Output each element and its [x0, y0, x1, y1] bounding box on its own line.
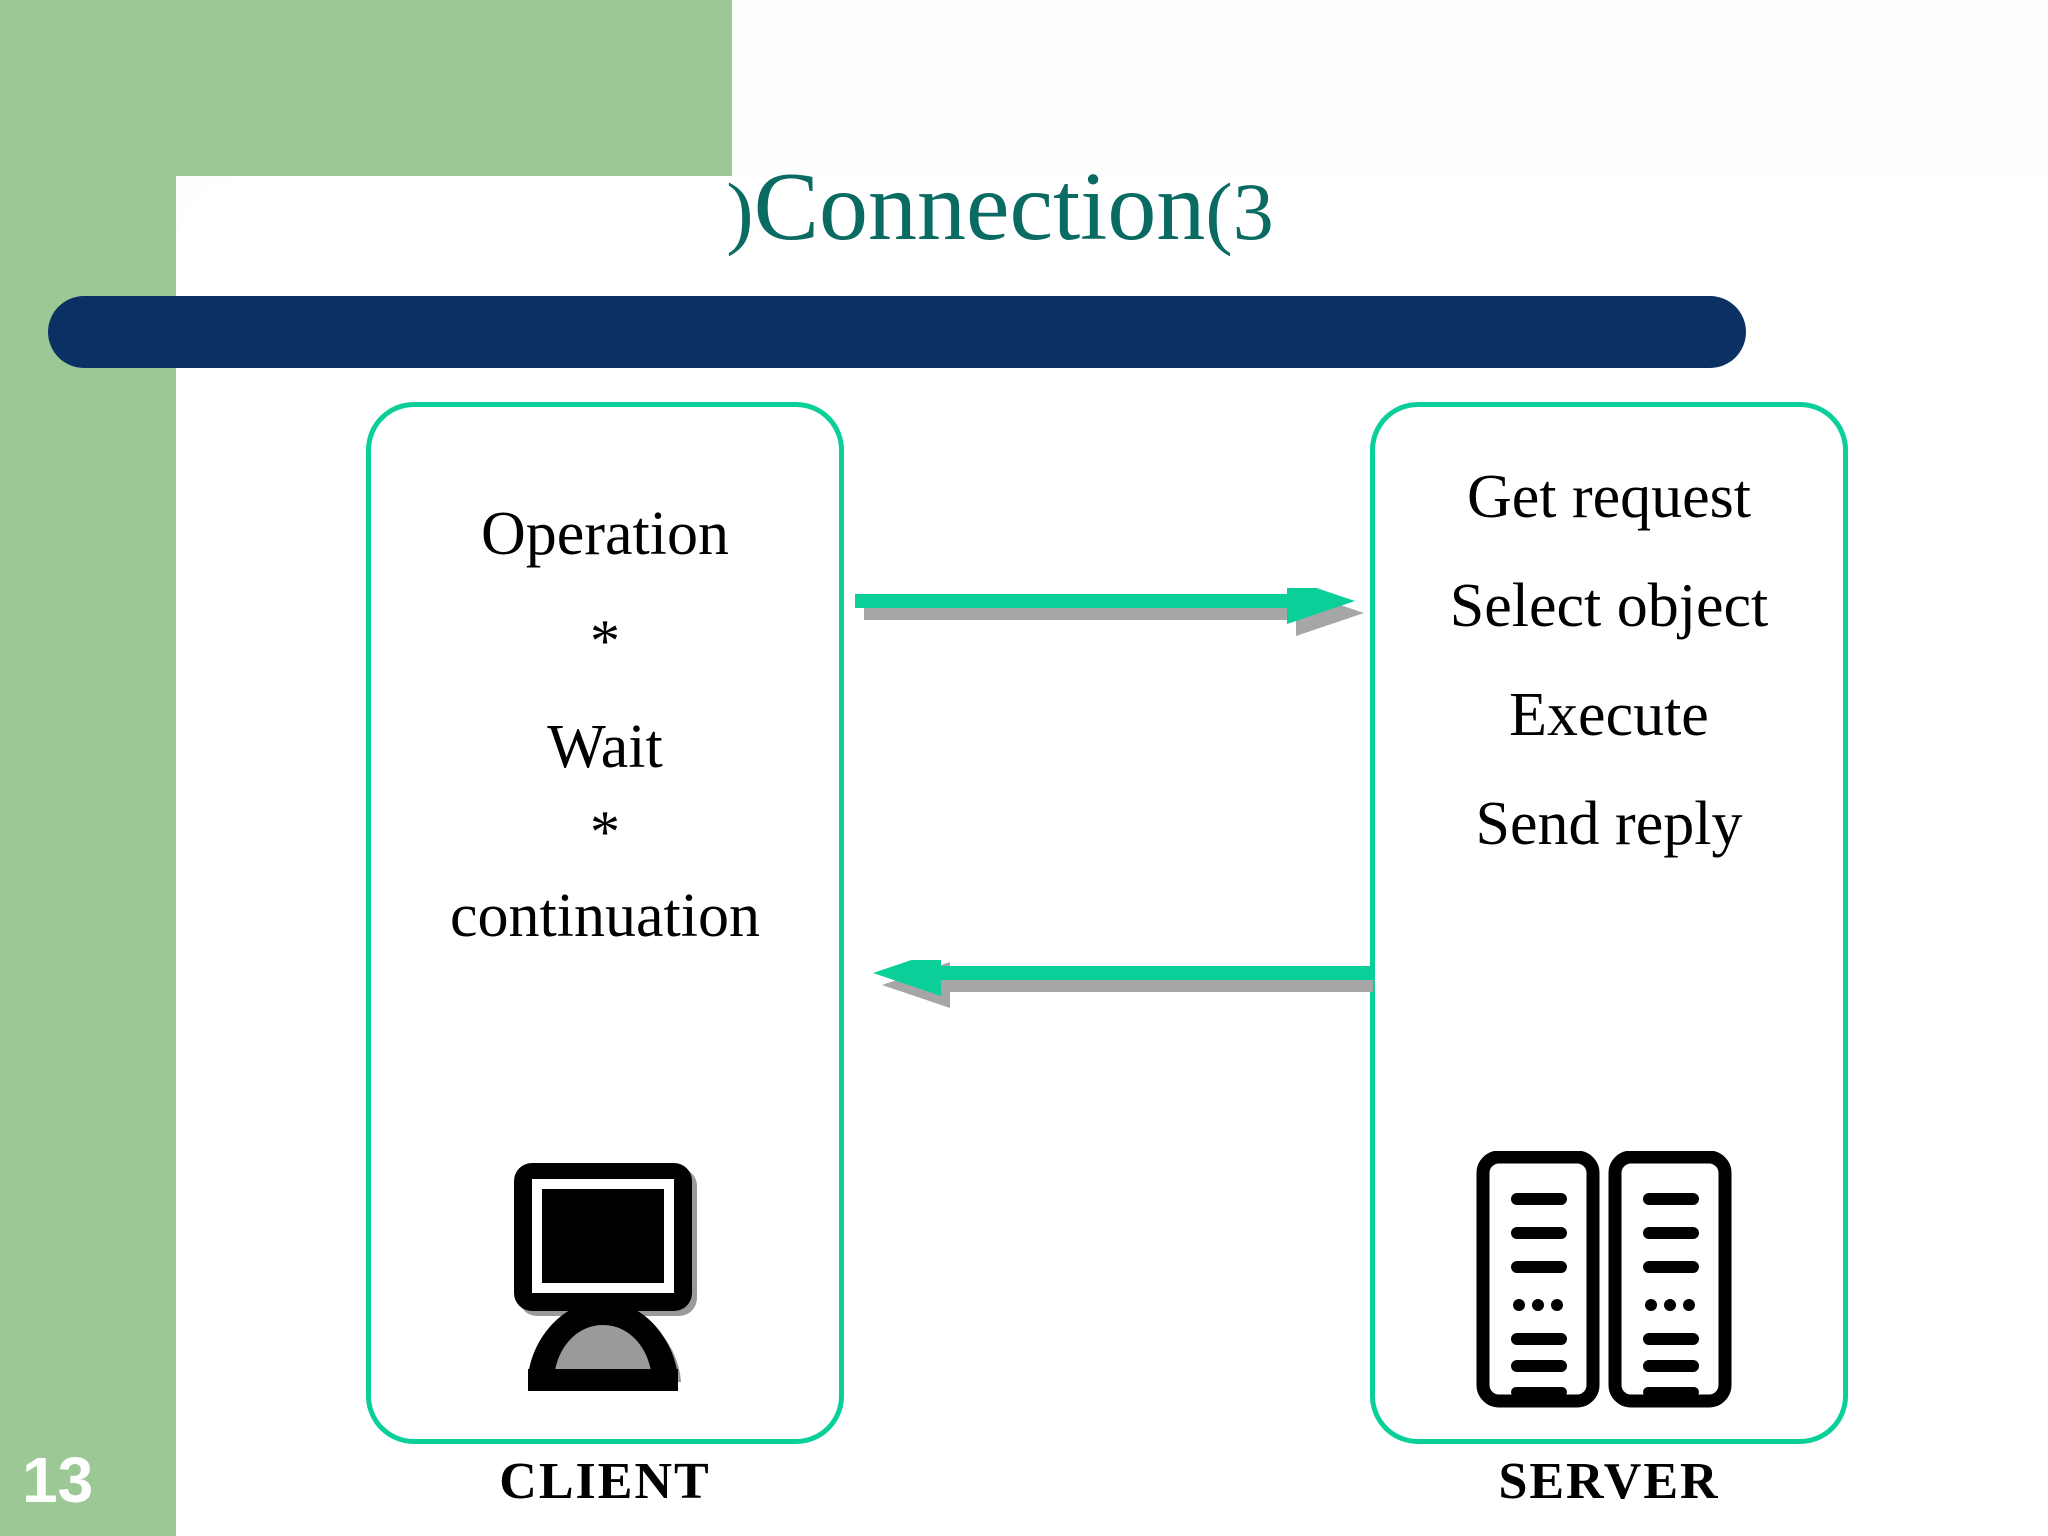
title-prefix-paren: ) — [726, 166, 754, 257]
client-caption: CLIENT — [499, 1453, 711, 1510]
server-line-get-request: Get request — [1466, 463, 1752, 531]
client-device-holder — [371, 1163, 839, 1403]
reply-arrow — [855, 950, 1382, 1020]
green-left-panel — [0, 0, 176, 1536]
server-caption: SERVER — [1498, 1453, 1720, 1510]
server-rack-icon — [1476, 1151, 1732, 1408]
client-line-star-1: * — [590, 608, 620, 675]
spacer — [1375, 530, 1843, 574]
client-line-continuation: continuation — [450, 882, 760, 951]
request-arrow-icon — [855, 578, 1364, 636]
spacer — [371, 567, 839, 611]
slide-title: )Connection(3 — [500, 158, 1500, 256]
server-box: Get request Select object Execute Send r… — [1370, 402, 1848, 1444]
green-top-panel — [0, 0, 732, 176]
title-suffix-paren: (3 — [1205, 166, 1274, 257]
spacer — [1375, 748, 1843, 792]
title-text: Connection — [753, 153, 1206, 261]
client-text-block: Operation * Wait * continuation — [371, 500, 839, 951]
server-line-send-reply: Send reply — [1475, 790, 1743, 859]
client-box: Operation * Wait * continuation — [366, 402, 844, 1444]
navy-title-bar — [48, 296, 1746, 368]
server-line-execute: Execute — [1509, 681, 1709, 750]
client-line-operation: Operation — [481, 500, 729, 568]
client-line-star-2: * — [590, 799, 620, 866]
spacer — [371, 671, 839, 715]
request-arrow — [855, 578, 1373, 648]
desktop-monitor-icon — [514, 1163, 697, 1391]
spacer — [1375, 639, 1843, 683]
spacer — [1375, 407, 1843, 465]
server-line-select-object: Select object — [1449, 572, 1769, 641]
server-device-holder — [1375, 1151, 1843, 1411]
client-line-wait: Wait — [547, 713, 663, 782]
server-text-block: Get request Select object Execute Send r… — [1375, 407, 1843, 857]
reply-arrow-icon — [873, 950, 1382, 1008]
spacer — [371, 862, 839, 884]
page-number: 13 — [22, 1444, 94, 1516]
